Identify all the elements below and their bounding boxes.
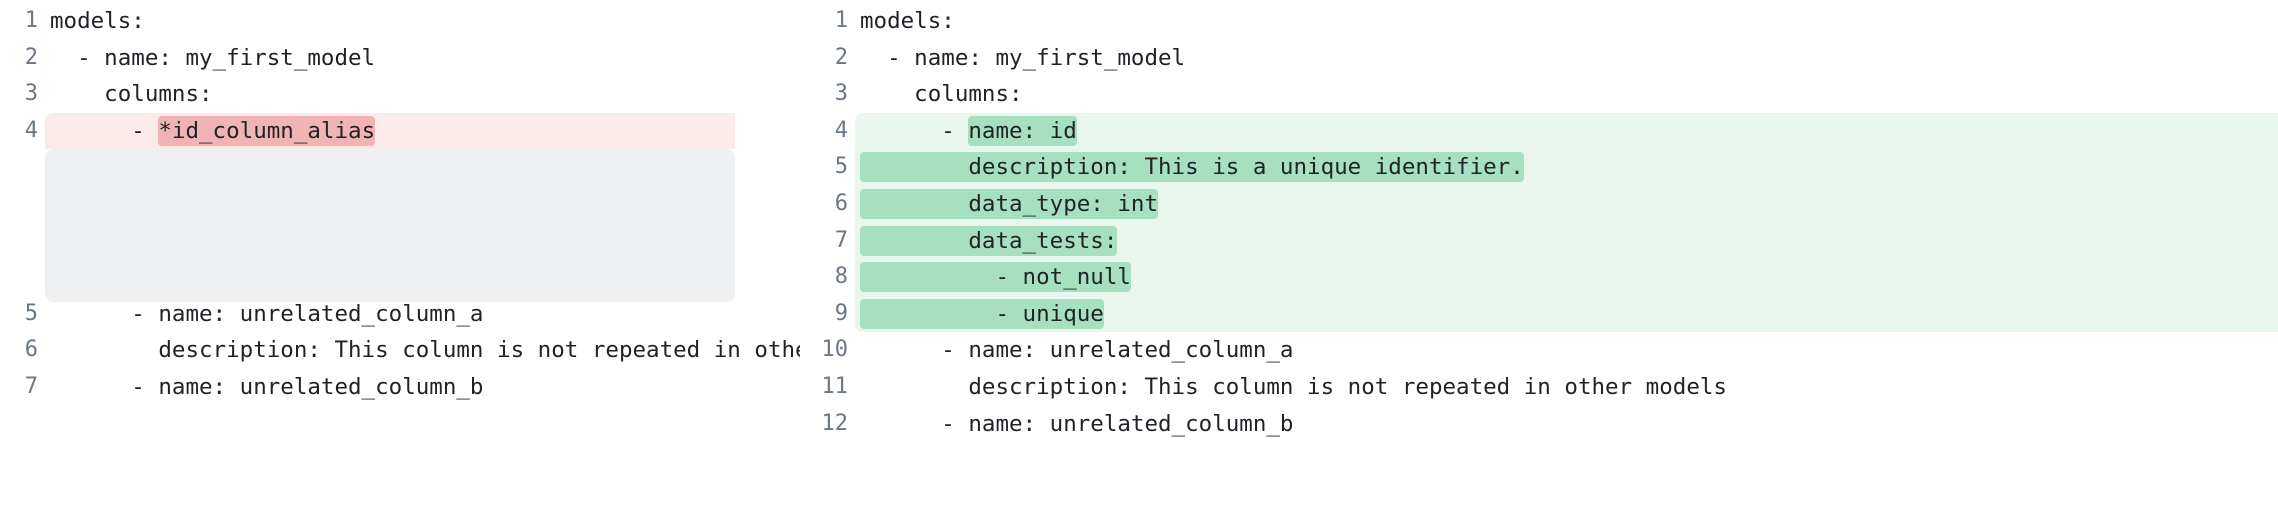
code-line: 7 data_tests: <box>810 222 2278 260</box>
code-line: 6 description: This column is not repeat… <box>0 332 800 369</box>
line-number: 7 <box>24 373 38 399</box>
code-line: 9 - unique <box>810 295 2278 333</box>
line-number: 12 <box>821 410 849 436</box>
code-line: 1 models: <box>810 3 2278 40</box>
collapsed-content-placeholder <box>45 149 735 302</box>
line-number: 3 <box>24 81 38 107</box>
code-line: 4 - *id_column_alias <box>0 112 800 150</box>
code-line: 5 - name: unrelated_column_a <box>0 296 800 333</box>
code-segment: models: <box>50 8 145 34</box>
code-segment: description: This column is not repeated… <box>158 337 800 364</box>
code-line: 3 columns: <box>810 76 2278 113</box>
added-token: description: This is a unique identifier… <box>860 152 1524 183</box>
line-number: 7 <box>834 227 848 253</box>
line-number: 6 <box>24 337 38 363</box>
line-number: 1 <box>24 8 38 33</box>
line-number: 3 <box>834 81 848 107</box>
line-number: 2 <box>834 44 848 70</box>
code-segment: - name: my_first_model <box>860 44 1186 71</box>
line-number: 10 <box>821 337 849 363</box>
code-line: 7 - name: unrelated_column_b <box>0 369 800 406</box>
code-text[interactable]: description: This column is not repeated… <box>38 332 800 369</box>
code-segment: - name: unrelated_column_b <box>860 410 1294 437</box>
code-text[interactable]: - *id_column_alias <box>38 113 800 150</box>
code-text[interactable]: - name: my_first_model <box>848 40 2278 77</box>
added-token: - not_null <box>860 262 1131 293</box>
code-text[interactable]: models: <box>848 3 2278 40</box>
line-number: 5 <box>24 300 38 326</box>
line-number: 9 <box>834 300 848 326</box>
code-segment: columns: <box>860 81 1023 108</box>
code-line: 10 - name: unrelated_column_a <box>810 332 2278 369</box>
code-segment: - <box>860 117 969 144</box>
code-segment: - name: my_first_model <box>50 44 376 71</box>
added-token: - unique <box>860 298 1104 329</box>
added-token: data_type: int <box>860 188 1159 219</box>
code-line: 5 description: This is a unique identifi… <box>810 149 2278 186</box>
line-number: 5 <box>834 154 848 180</box>
added-token: data_tests: <box>860 225 1118 256</box>
code-text[interactable]: - unique <box>848 296 2278 333</box>
code-line: 4 - name: id <box>810 112 2278 150</box>
code-segment: models: <box>860 8 955 34</box>
code-text[interactable]: - name: unrelated_column_b <box>38 369 800 406</box>
code-line: 1 models: <box>0 3 800 40</box>
code-text[interactable]: data_type: int <box>848 186 2278 223</box>
code-line: 3 columns: <box>0 76 800 113</box>
code-line: 8 - not_null <box>810 259 2278 296</box>
code-text[interactable]: - name: unrelated_column_a <box>848 332 2278 369</box>
code-line: 2 - name: my_first_model <box>810 40 2278 77</box>
code-line: 11 description: This column is not repea… <box>810 369 2278 406</box>
line-number: 11 <box>821 373 849 399</box>
code-text[interactable]: - name: unrelated_column_b <box>848 406 2278 443</box>
addition-row-background <box>855 112 2278 150</box>
code-line: 12 - name: unrelated_column_b <box>810 406 2278 443</box>
code-segment: - name: unrelated_column_a <box>50 300 484 327</box>
code-text[interactable]: columns: <box>848 76 2278 113</box>
code-text[interactable]: - name: id <box>848 113 2278 150</box>
line-number: 8 <box>834 264 848 290</box>
code-text[interactable]: models: <box>38 3 800 40</box>
code-segment: description: This column is not repeated… <box>860 373 1727 400</box>
code-line: 2 - name: my_first_model <box>0 40 800 77</box>
code-segment: - name: unrelated_column_b <box>50 373 484 400</box>
code-text[interactable]: description: This is a unique identifier… <box>848 149 2278 186</box>
deleted-token: *id_column_alias <box>158 115 376 146</box>
line-number: 1 <box>834 8 848 33</box>
code-segment: columns: <box>50 81 213 108</box>
code-text[interactable]: - name: my_first_model <box>38 40 800 77</box>
code-segment: - <box>50 117 159 144</box>
code-text[interactable]: columns: <box>38 76 800 113</box>
code-text[interactable]: - name: unrelated_column_a <box>38 296 800 333</box>
code-line: 6 data_type: int <box>810 185 2278 223</box>
line-number: 4 <box>24 117 38 143</box>
code-text[interactable]: - not_null <box>848 259 2278 296</box>
code-text[interactable]: data_tests: <box>848 223 2278 260</box>
code-text[interactable]: description: This column is not repeated… <box>848 369 2278 406</box>
line-number: 6 <box>834 190 848 216</box>
line-number: 4 <box>834 117 848 143</box>
code-segment: - name: unrelated_column_a <box>860 337 1294 364</box>
line-number: 2 <box>24 44 38 70</box>
added-token: name: id <box>968 115 1077 146</box>
